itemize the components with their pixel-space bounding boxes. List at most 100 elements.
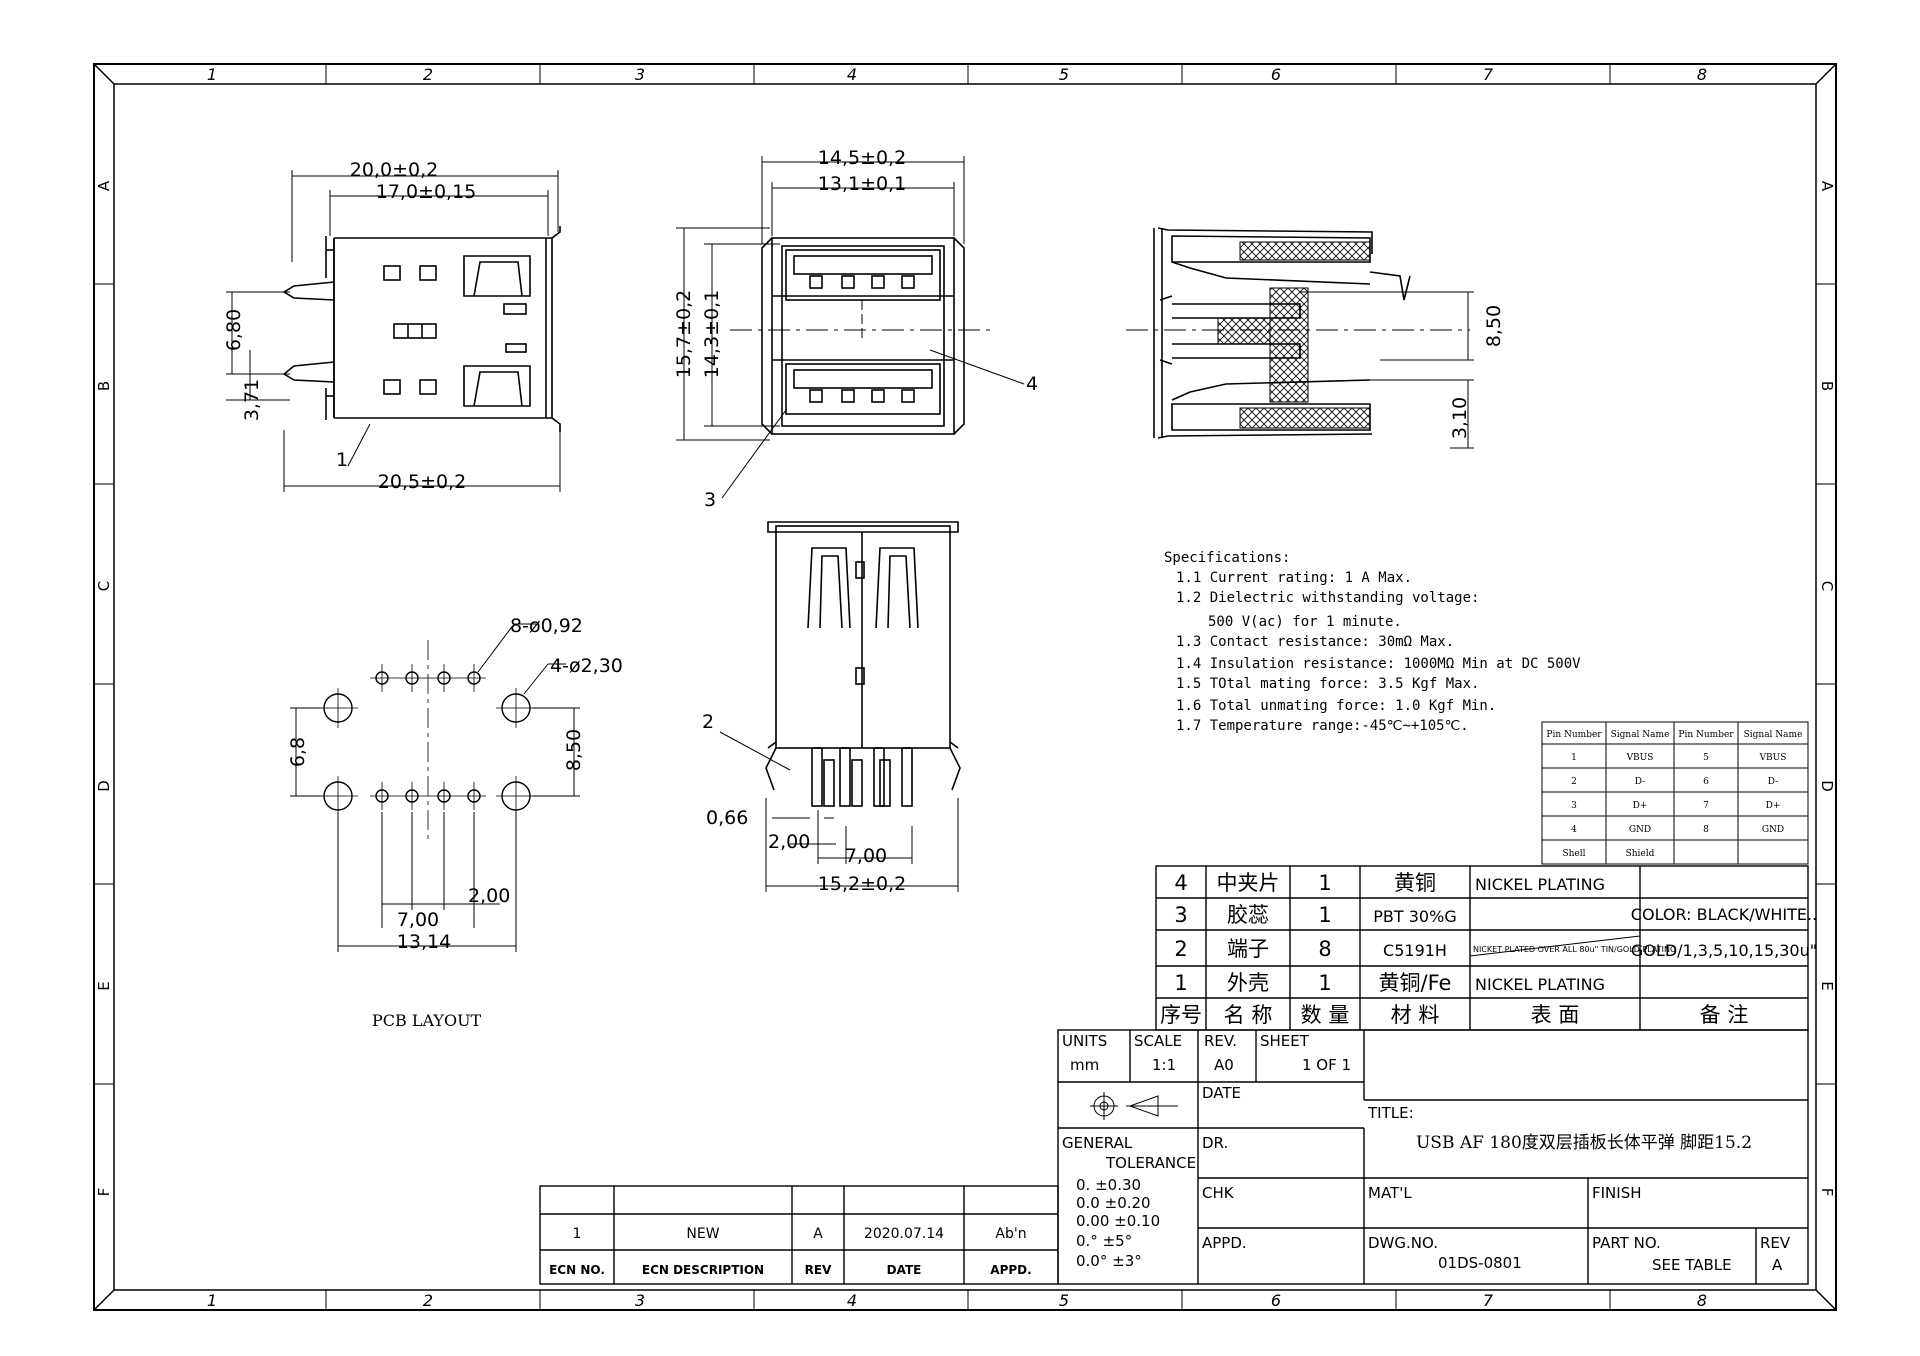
spec-item: 1.2 Dielectric withstanding voltage: <box>1176 590 1479 606</box>
dim-text: 6,8 <box>287 737 309 767</box>
bom-material: 黄铜/Fe <box>1379 971 1452 995</box>
bom-finish: NICKEL PLATING <box>1475 875 1605 894</box>
rev2-value: A <box>1772 1256 1783 1274</box>
row-label-right: A <box>1818 181 1836 192</box>
drawing-title: USB AF 180度双层插板长体平弹 脚距15.2 <box>1416 1133 1752 1153</box>
col-label-bottom: 2 <box>423 1291 433 1310</box>
dim-text: 17,0±0,15 <box>376 181 477 203</box>
title-label: TITLE: <box>1367 1104 1414 1122</box>
spec-item: 1.4 Insulation resistance: 1000MΩ Min at… <box>1176 656 1581 672</box>
pin-cell: Shell <box>1562 849 1585 859</box>
dim-text: 3,71 <box>241 379 263 421</box>
pin-cell: 7 <box>1703 801 1709 811</box>
spec-title: Specifications: <box>1164 550 1290 566</box>
col-label-bottom: 5 <box>1059 1291 1069 1310</box>
ecn-cell: 1 <box>573 1226 582 1242</box>
pin-cell: D- <box>1635 777 1645 787</box>
bom-no: 2 <box>1174 937 1187 961</box>
dim-text: 20,0±0,2 <box>350 159 438 181</box>
bom-finish: NICKET PLATED OVER ALL 80u" TIN/GOLD PLA… <box>1473 945 1676 954</box>
dwg-label: DWG.NO. <box>1368 1234 1438 1252</box>
chk-label: CHK <box>1202 1184 1235 1202</box>
front-view: 14,5±0,2 13,1±0,1 15,7±0,2 14,3±0,1 4 3 <box>673 147 1038 511</box>
bom-name: 中夹片 <box>1217 871 1280 895</box>
dim-text: 7,00 <box>845 845 887 867</box>
col-label-bottom: 4 <box>847 1291 857 1310</box>
bom-header: 表 面 <box>1531 1003 1580 1027</box>
bom-table: 4 中夹片 1 黄铜 3 胶蕊 1 2 端子 8 1 外壳 1 黄铜/Fe 序号… <box>1155 865 1817 1031</box>
callout-number: 4 <box>1026 373 1038 395</box>
pin-table-header: Signal Name <box>1611 730 1670 740</box>
ecn-header: ECN DESCRIPTION <box>642 1263 764 1277</box>
col-label-bottom: 1 <box>207 1291 217 1310</box>
ecn-cell: 2020.07.14 <box>864 1226 944 1242</box>
dim-text: 8,50 <box>563 729 585 771</box>
dim-text: 6,80 <box>223 309 245 351</box>
col-label-bottom: 8 <box>1697 1291 1707 1310</box>
pin-table-header: Signal Name <box>1744 730 1803 740</box>
dim-text: 14,5±0,2 <box>818 147 906 169</box>
dim-text: 15,2±0,2 <box>818 873 906 895</box>
tolerance-row: 0.0 ±0.20 <box>1076 1194 1151 1212</box>
ecn-header: ECN NO. <box>549 1263 605 1277</box>
col-label-top: 2 <box>423 65 433 84</box>
spec-item: 1.1 Current rating: 1 A Max. <box>1176 570 1412 586</box>
specifications: Specifications: 1.1 Current rating: 1 A … <box>1164 550 1581 734</box>
pin-cell: D- <box>1768 777 1778 787</box>
row-label-left: D <box>95 780 113 792</box>
finish-label: FINISH <box>1592 1184 1642 1202</box>
bom-remark: COLOR: BLACK/WHITE.. <box>1631 905 1817 924</box>
dwg-number: 01DS-0801 <box>1438 1254 1522 1272</box>
bom-remark: GOLD/1,3,5,10,15,30u" <box>1631 941 1817 960</box>
bom-no: 3 <box>1174 903 1187 927</box>
ecn-table: 1 NEW A 2020.07.14 Ab'n ECN NO. ECN DESC… <box>539 1185 1059 1285</box>
row-label-left: B <box>95 381 113 391</box>
dim-text: 14,3±0,1 <box>701 290 723 378</box>
pin-cell: 6 <box>1703 777 1709 787</box>
col-label-bottom: 6 <box>1271 1291 1281 1310</box>
bom-name: 胶蕊 <box>1227 903 1269 927</box>
bom-header: 序号 <box>1160 1003 1202 1027</box>
col-label-top: 1 <box>207 65 217 84</box>
row-label-left: E <box>95 981 113 990</box>
bom-header: 材 料 <box>1391 1003 1440 1027</box>
tolerance-row: 0.00 ±0.10 <box>1076 1212 1160 1230</box>
dim-text: 13,1±0,1 <box>818 173 906 195</box>
ecn-header: DATE <box>887 1263 922 1277</box>
ecn-cell: NEW <box>686 1226 719 1242</box>
dim-text: 0,66 <box>706 807 748 829</box>
bom-no: 4 <box>1174 871 1187 895</box>
pin-cell: 8 <box>1703 825 1709 835</box>
ecn-cell: A <box>813 1226 823 1242</box>
sheet-frame: 1 2 3 4 5 6 7 8 1 2 3 4 5 6 7 8 A B C D … <box>93 63 1837 1311</box>
pin-cell: 5 <box>1703 753 1709 763</box>
bom-qty: 1 <box>1318 971 1331 995</box>
dim-text: 7,00 <box>397 909 439 931</box>
bom-material: C5191H <box>1383 941 1447 960</box>
ecn-cell: Ab'n <box>995 1226 1026 1242</box>
scale-label: SCALE <box>1134 1032 1182 1050</box>
row-label-right: C <box>1818 581 1836 591</box>
bom-finish: NICKEL PLATING <box>1475 975 1605 994</box>
matl-label: MAT'L <box>1368 1184 1412 1202</box>
pin-table-header: Pin Number <box>1678 730 1734 740</box>
row-label-right: D <box>1818 780 1836 792</box>
dim-text: 2,00 <box>468 885 510 907</box>
spec-item: 1.5 TOtal mating force: 3.5 Kgf Max. <box>1176 676 1479 692</box>
dim-text: 2,00 <box>768 831 810 853</box>
bom-header: 数 量 <box>1301 1003 1350 1027</box>
row-label-right: F <box>1818 1188 1836 1197</box>
tolerance-label: GENERAL <box>1062 1134 1133 1152</box>
appd-label: APPD. <box>1202 1234 1247 1252</box>
part-label: PART NO. <box>1592 1234 1661 1252</box>
col-label-top: 6 <box>1271 65 1281 84</box>
row-label-right: E <box>1818 981 1836 990</box>
row-label-left: F <box>95 1188 113 1197</box>
rev2-label: REV <box>1760 1234 1791 1252</box>
tolerance-row: 0.0° ±3° <box>1076 1252 1142 1270</box>
sheet-value: 1 OF 1 <box>1302 1056 1351 1074</box>
callout-number: 2 <box>702 711 714 733</box>
pin-cell: VBUS <box>1759 753 1787 763</box>
bom-qty: 1 <box>1318 871 1331 895</box>
section-view: 8,50 3,10 <box>1126 227 1505 449</box>
